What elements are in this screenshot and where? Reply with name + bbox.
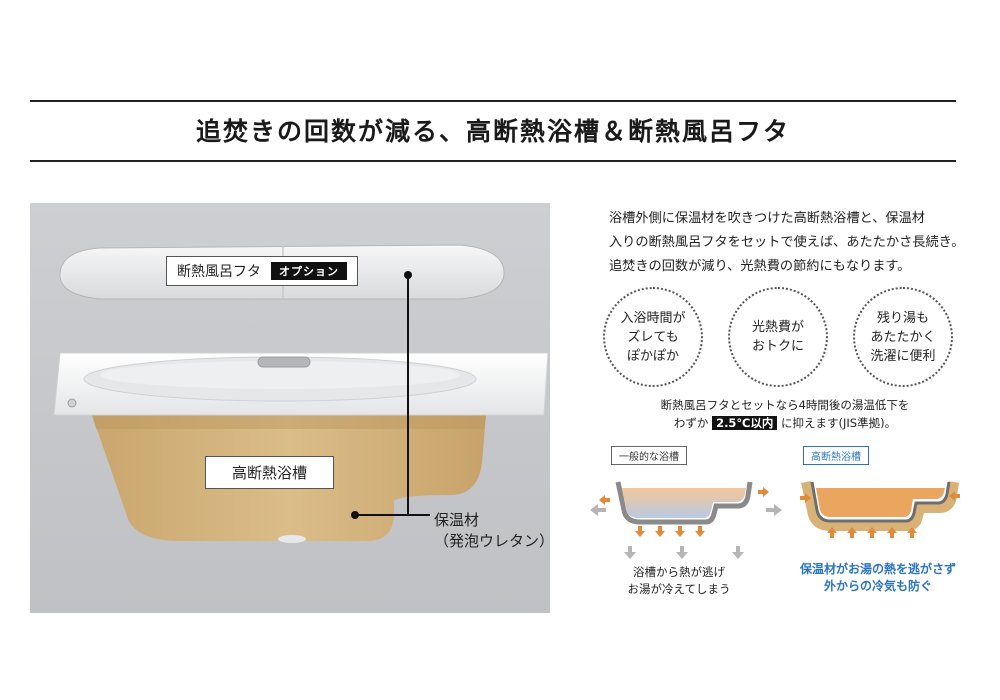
general-tub-tag: 一般的な浴槽 <box>611 446 687 465</box>
high-insulation-tub-diagram <box>800 480 960 538</box>
caption-line: 浴槽から熱が逃げ <box>633 565 725 579</box>
description-line: 浴槽外側に保温材を吹きつけた高断熱浴槽と、保温材 <box>609 211 925 226</box>
note-highlight-value: 2.5℃以内 <box>712 416 778 430</box>
headline-top-rule <box>30 100 956 102</box>
insulation-label-line2: （発泡ウレタン） <box>434 532 550 550</box>
benefit-text: ズレても <box>627 329 679 345</box>
lid-label-text: 断熱風呂フタ <box>177 264 261 280</box>
tub-label: 高断熱浴槽 <box>205 456 335 489</box>
benefit-text: ぽかぽか <box>626 348 679 364</box>
description-line: 入りの断熱風呂フタをセットで使えば、あたたかさ長続き。 <box>609 235 965 250</box>
note-suffix: に抑えます(JIS準拠)。 <box>781 416 897 430</box>
benefit-circle-energy-cost: 光熱費が おトクに <box>728 287 828 387</box>
caption-line: 外からの冷気も防ぐ <box>823 579 932 593</box>
caption-line: 保温材がお湯の熱を逃がさず <box>799 562 956 576</box>
general-tub-caption: 浴槽から熱が逃げ お湯が冷えてしまう <box>594 564 764 598</box>
benefit-circle-laundry: 残り湯も あたたかく 洗濯に便利 <box>853 287 953 387</box>
benefit-text: おトクに <box>751 339 804 354</box>
headline-bottom-rule <box>30 160 956 162</box>
general-tub-diagram <box>590 481 782 559</box>
benefit-text: あたたかく <box>870 329 936 345</box>
page-title: 追焚きの回数が減る、高断熱浴槽＆断熱風呂フタ <box>195 117 790 146</box>
temperature-note: 断熱風呂フタとセットなら4時間後の湯温低下を わずか 2.5℃以内 に抑えます(… <box>600 396 970 432</box>
benefit-text: 光熱費が <box>751 320 804 335</box>
note-prefix: わずか <box>673 416 709 430</box>
note-line: わずか 2.5℃以内 に抑えます(JIS準拠)。 <box>600 414 970 432</box>
bathtub-product-image: 断熱風呂フタ オプション 高断熱浴槽 保温材 （発泡ウレタン） <box>30 203 550 613</box>
benefit-circle-bath-time: 入浴時間が ズレても ぽかぽか <box>603 287 703 387</box>
benefit-text: 入浴時間が <box>620 310 686 326</box>
benefit-text: 洗濯に便利 <box>870 348 936 364</box>
high-insulation-tub-caption: 保温材がお湯の熱を逃がさず 外からの冷気も防ぐ <box>793 561 963 595</box>
insulation-label-line1: 保温材 <box>434 511 480 529</box>
bathtub-illustration <box>53 244 549 543</box>
benefit-text: 残り湯も <box>876 310 929 326</box>
option-badge: オプション <box>271 262 347 280</box>
description-line: 追焚きの回数が減り、光熱費の節約にもなります。 <box>609 259 911 274</box>
note-line: 断熱風呂フタとセットなら4時間後の湯温低下を <box>660 398 910 412</box>
insulation-label: 保温材 （発泡ウレタン） <box>434 510 550 552</box>
lid-label: 断熱風呂フタ オプション <box>166 256 358 286</box>
caption-line: お湯が冷えてしまう <box>627 582 731 596</box>
high-insulation-tub-tag: 高断熱浴槽 <box>803 446 869 465</box>
description-text: 浴槽外側に保温材を吹きつけた高断熱浴槽と、保温材 入りの断熱風呂フタをセットで使… <box>609 207 969 279</box>
